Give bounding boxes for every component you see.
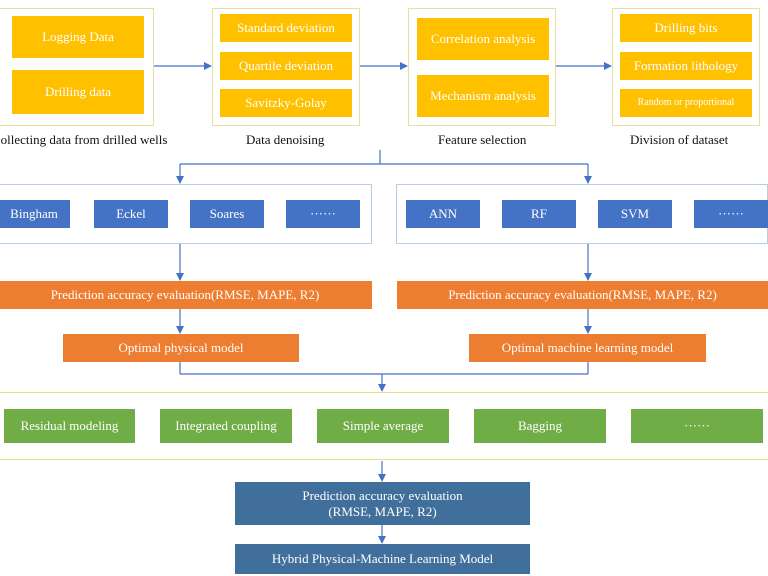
division-stage-label: Division of dataset — [630, 132, 729, 147]
formation-lithology-box: Formation lithology — [620, 52, 752, 80]
drilling-data-box: Drilling data — [12, 70, 144, 114]
collect-frame — [0, 8, 154, 126]
quartile-deviation-box: Quartile deviation — [220, 52, 352, 80]
ml-more-box: ······ — [694, 200, 768, 228]
denoise-stage-label: Data denoising — [246, 132, 325, 147]
simple-average-box: Simple average — [317, 409, 449, 443]
logging-data-box: Logging Data — [12, 16, 144, 58]
ann-model-box: ANN — [406, 200, 480, 228]
rf-model-box: RF — [502, 200, 576, 228]
random-proportional-box: Random or proportional — [620, 89, 752, 117]
standard-deviation-box: Standard deviation — [220, 14, 352, 42]
bingham-model-box: Bingham — [0, 200, 70, 228]
denoise-frame — [212, 8, 360, 126]
optimal-physical-model-box: Optimal physical model — [63, 334, 299, 362]
svm-model-box: SVM — [598, 200, 672, 228]
correlation-analysis-box: Correlation analysis — [417, 18, 549, 60]
collect-stage-label: Collecting data from drilled wells — [0, 132, 168, 147]
integrated-coupling-box: Integrated coupling — [160, 409, 292, 443]
physical-evaluation-box: Prediction accuracy evaluation(RMSE, MAP… — [0, 281, 372, 309]
ml-evaluation-box: Prediction accuracy evaluation(RMSE, MAP… — [397, 281, 768, 309]
final-evaluation-line1: Prediction accuracy evaluation — [302, 487, 463, 503]
hybrid-more-box: ······ — [631, 409, 763, 443]
division-frame — [612, 8, 760, 126]
bagging-box: Bagging — [474, 409, 606, 443]
soares-model-box: Soares — [190, 200, 264, 228]
feature-stage-label: Feature selection — [438, 132, 527, 147]
physical-models-frame — [0, 184, 372, 244]
mechanism-analysis-box: Mechanism analysis — [417, 75, 549, 117]
final-evaluation-line2: (RMSE, MAPE, R2) — [328, 503, 437, 519]
drilling-bits-box: Drilling bits — [620, 14, 752, 42]
residual-modeling-box: Residual modeling — [4, 409, 135, 443]
final-evaluation-box: Prediction accuracy evaluation (RMSE, MA… — [235, 482, 530, 525]
optimal-ml-model-box: Optimal machine learning model — [469, 334, 706, 362]
feature-frame — [408, 8, 556, 126]
hybrid-model-box: Hybrid Physical-Machine Learning Model — [235, 544, 530, 574]
hybrid-methods-band — [0, 392, 768, 460]
savitzky-golay-box: Savitzky-Golay — [220, 89, 352, 117]
eckel-model-box: Eckel — [94, 200, 168, 228]
physical-more-box: ······ — [286, 200, 360, 228]
